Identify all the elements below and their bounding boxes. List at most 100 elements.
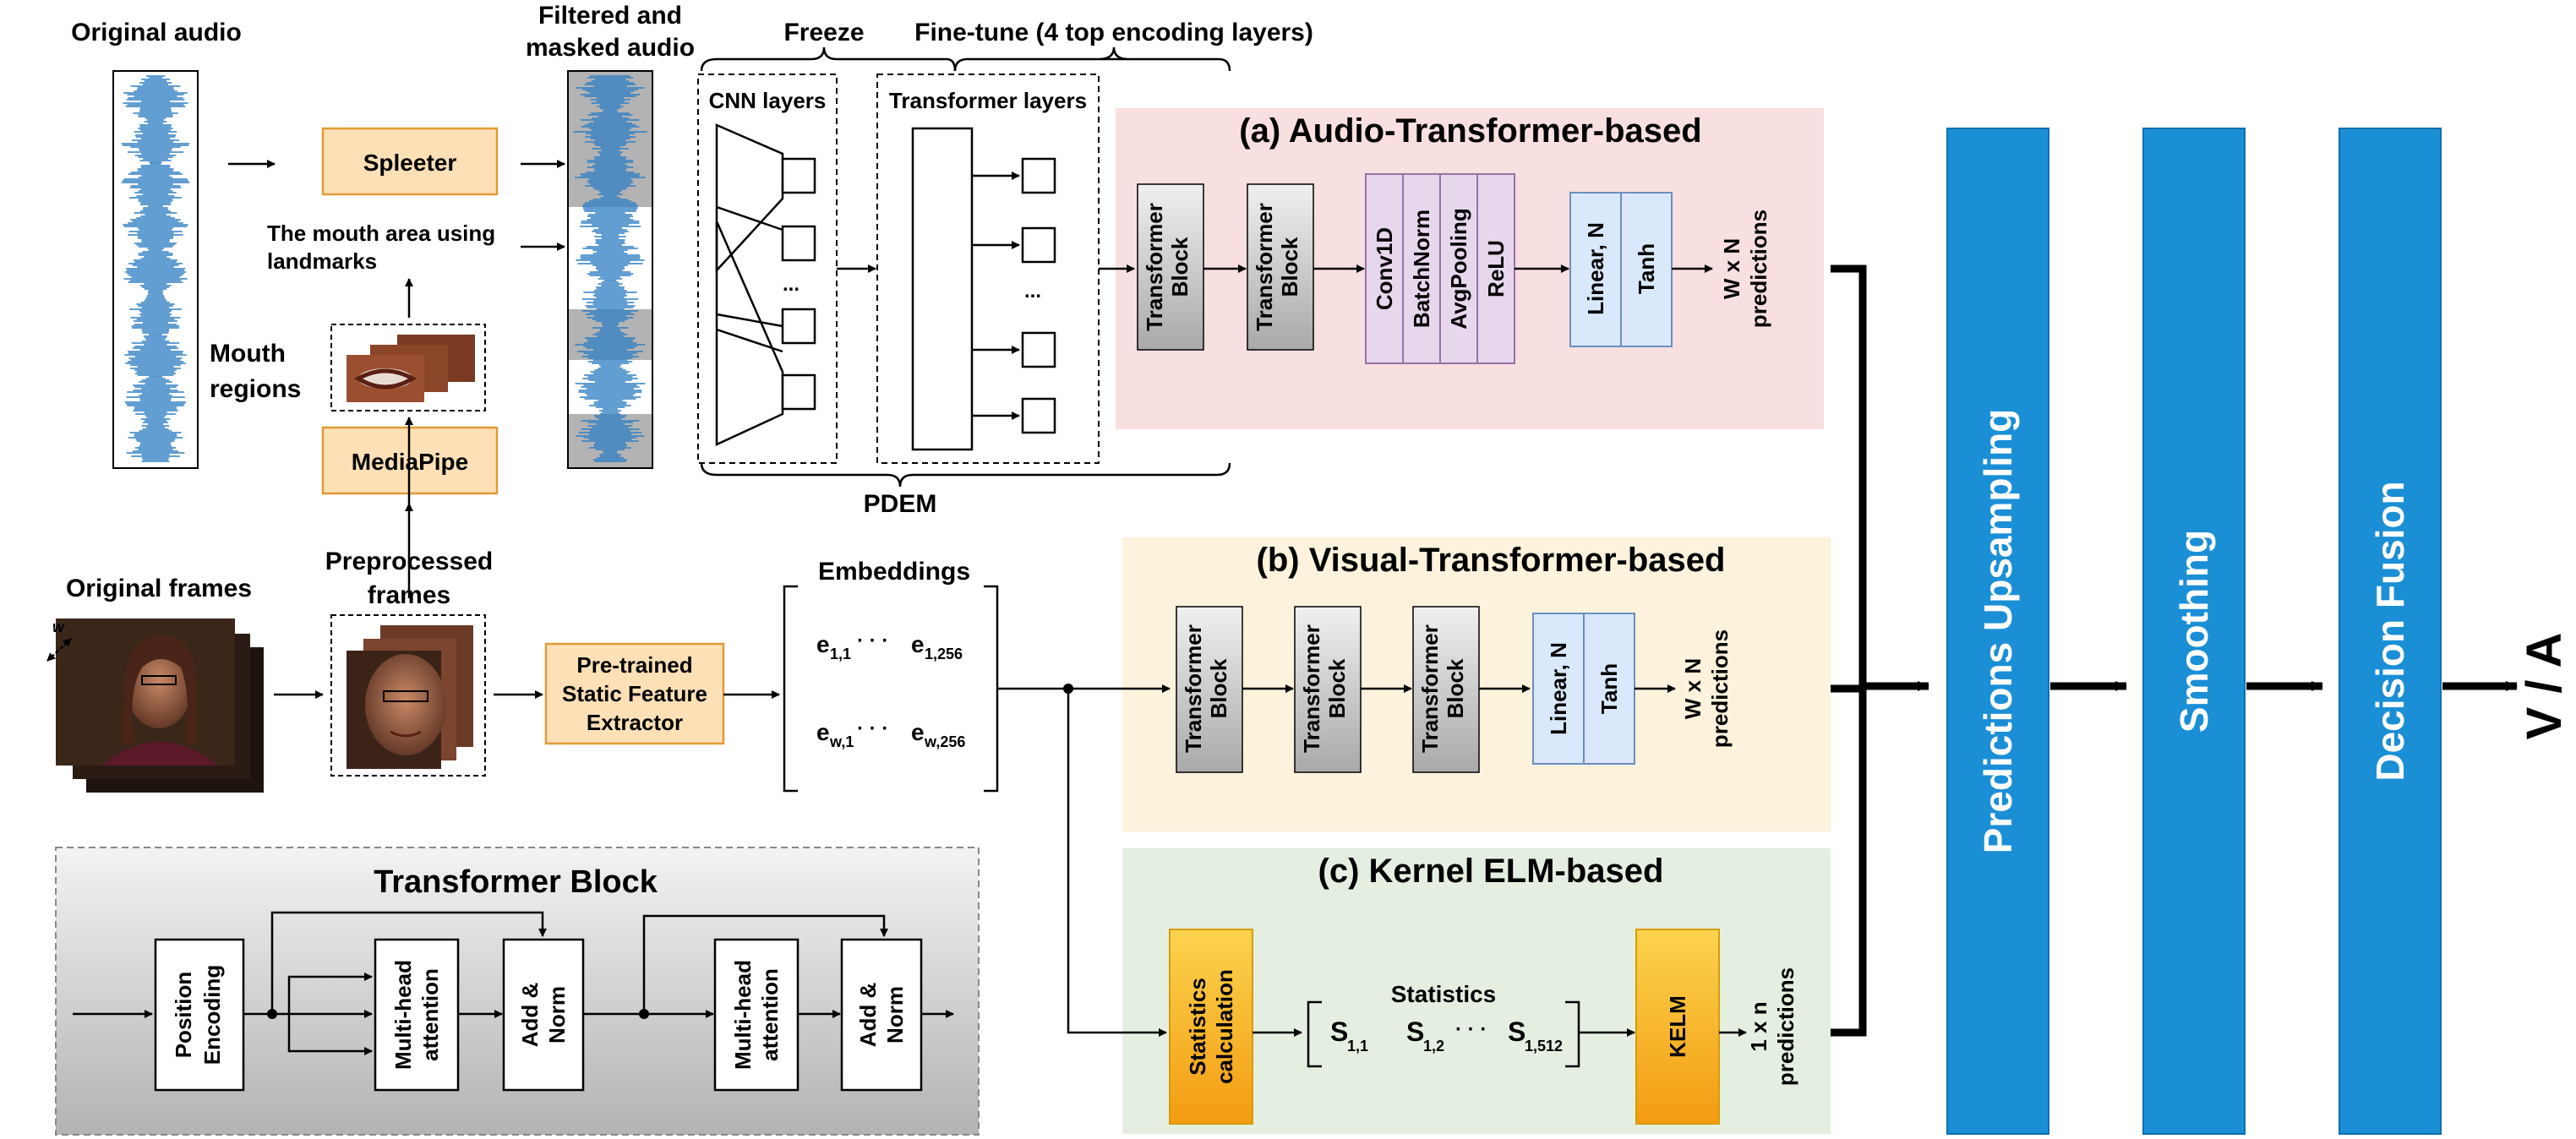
visual-transformer-block-label: Transformer (1181, 624, 1206, 753)
pdem-brace (700, 462, 1231, 488)
freeze-brace (700, 46, 957, 72)
visual-transformer-block-1 (1176, 606, 1243, 773)
preprocessed-label-2: frames (368, 581, 450, 609)
conv1d-label: Conv1D (1372, 227, 1397, 310)
statistics-vector: S 1,1 S 1,2 · · · S 1,512 (1330, 1016, 1563, 1055)
svg-text:Tanh: Tanh (1596, 663, 1622, 714)
finetune-label: Fine-tune (4 top encoding layers) (914, 19, 1313, 46)
filtered-audio-label-2: masked audio (526, 34, 695, 62)
svg-text:Norm: Norm (882, 986, 908, 1044)
extractor-box (544, 642, 725, 745)
finetune-brace (953, 46, 1231, 72)
svg-text:S: S (1406, 1016, 1424, 1047)
visual-transformer-block-label: Transformer (1417, 624, 1443, 753)
audio-transformer-block-2: Transformer Block (1247, 183, 1314, 351)
original-frames-label: Original frames (66, 575, 252, 602)
original-audio-waveform (121, 75, 190, 462)
svg-text:S: S (1508, 1016, 1525, 1047)
kelm-pred-1: 1 x n (1746, 1001, 1771, 1051)
tb-add-norm-2: Add & Norm (840, 938, 923, 1092)
svg-text:1,1: 1,1 (830, 646, 851, 662)
output-va-label: V / A (2517, 633, 2572, 740)
svg-text:1,256: 1,256 (925, 646, 963, 662)
transformer-layers-label: Transformer layers (889, 88, 1087, 113)
conv-pool-stack: Conv1D BatchNorm AvgPooling ReLU (1365, 173, 1515, 364)
original-audio-label: Original audio (71, 19, 242, 46)
svg-text:Linear, N: Linear, N (1546, 642, 1571, 735)
visual-branch-title: (b) Visual-Transformer-based (1257, 542, 1726, 579)
window-w-label: w (52, 619, 65, 635)
mouth-area-label-1: The mouth area using (267, 221, 495, 246)
visual-linear-tanh: Linear, N Tanh (1532, 613, 1635, 765)
batchnorm-label: BatchNorm (1409, 210, 1434, 328)
visual-transformer-block-3 (1412, 606, 1480, 773)
cnn-ellipsis: ... (783, 273, 800, 296)
freeze-label: Freeze (783, 19, 864, 46)
svg-text:Tanh: Tanh (1634, 243, 1659, 294)
visual-pred-2: predictions (1707, 629, 1733, 748)
audio-branch-title: (a) Audio-Transformer-based (1239, 112, 1701, 150)
transformer-stack (911, 127, 974, 451)
extractor-label-1: Pre-trained (576, 652, 692, 678)
transformer-layer-taps (972, 157, 1056, 434)
smoothing-label: Smoothing (2172, 530, 2216, 733)
cnn-layers-label: CNN layers (709, 88, 827, 113)
preprocessed-label-1: Preprocessed (325, 548, 493, 575)
svg-text:1,2: 1,2 (1423, 1038, 1444, 1055)
spleeter-box (321, 127, 499, 196)
tb-multihead-attention-2: Multi-head attention (713, 938, 800, 1092)
svg-text:Transformer: Transformer (1142, 203, 1167, 331)
svg-text:Transformer: Transformer (1252, 203, 1277, 331)
svg-text:· · ·: · · · (857, 629, 888, 652)
pdem-label: PDEM (864, 490, 937, 518)
svg-text:w,256: w,256 (924, 733, 965, 750)
visual-transformer-block-label: Block (1206, 658, 1231, 718)
svg-text:KELM: KELM (1665, 995, 1690, 1058)
transformer-layers-frame (876, 74, 1100, 464)
svg-text:calculation: calculation (1212, 969, 1237, 1084)
extractor-label-3: Extractor (587, 710, 683, 735)
audio-linear-tanh: Linear, N Tanh (1569, 192, 1673, 347)
svg-text:Multi-head: Multi-head (390, 960, 416, 1070)
svg-text:e: e (816, 719, 830, 745)
window-size-indicator (46, 638, 72, 662)
svg-text:Norm: Norm (544, 986, 570, 1044)
svg-text:attention: attention (418, 968, 443, 1061)
relu-label: ReLU (1483, 240, 1509, 297)
visual-transformer-block-label: Block (1443, 658, 1468, 718)
mouth-crops (347, 335, 475, 402)
svg-text:attention: attention (757, 968, 783, 1061)
visual-transformer-block-label: Block (1324, 658, 1350, 718)
tb-position-encoding: Position Encoding (154, 938, 245, 1092)
tb-residual-1 (270, 911, 547, 1014)
svg-text:1,1: 1,1 (1347, 1038, 1368, 1055)
preprocessed-frame-border (330, 614, 486, 777)
extractor-label-2: Static Feature (562, 681, 707, 706)
svg-text:· · ·: · · · (1455, 1018, 1487, 1041)
embeddings-label: Embeddings (818, 558, 970, 586)
svg-text:1,512: 1,512 (1525, 1038, 1563, 1055)
svg-text:Block: Block (1167, 237, 1192, 297)
svg-text:Position: Position (171, 972, 196, 1059)
svg-text:w,1: w,1 (829, 733, 854, 750)
mouth-regions-label-1: Mouth (210, 340, 286, 368)
audio-pred-1: W x N (1719, 238, 1744, 299)
predictions-upsampling-label: Predictions Upsampling (1976, 409, 2020, 854)
tb-multihead-attention-1: Multi-head attention (374, 938, 460, 1092)
svg-text:e: e (816, 631, 830, 657)
decision-fusion-label: Decision Fusion (2368, 481, 2412, 781)
filtered-audio-label-1: Filtered and (538, 2, 682, 30)
visual-transformer-block-label: Transformer (1299, 624, 1324, 753)
avgpooling-label: AvgPooling (1446, 208, 1471, 329)
svg-text:Encoding: Encoding (199, 965, 225, 1065)
transformer-ellipsis: ... (1024, 280, 1041, 302)
svg-text:e: e (911, 631, 925, 657)
embeddings-right-bracket (984, 585, 999, 793)
original-frames-stack (56, 619, 264, 793)
statistics-calculation-box: Statistics calculation (1169, 929, 1253, 1125)
mouth-area-label-2: landmarks (267, 248, 377, 274)
svg-text:Multi-head: Multi-head (730, 960, 756, 1070)
spleeter-label: Spleeter (363, 150, 457, 176)
svg-text:· · ·: · · · (857, 717, 888, 740)
